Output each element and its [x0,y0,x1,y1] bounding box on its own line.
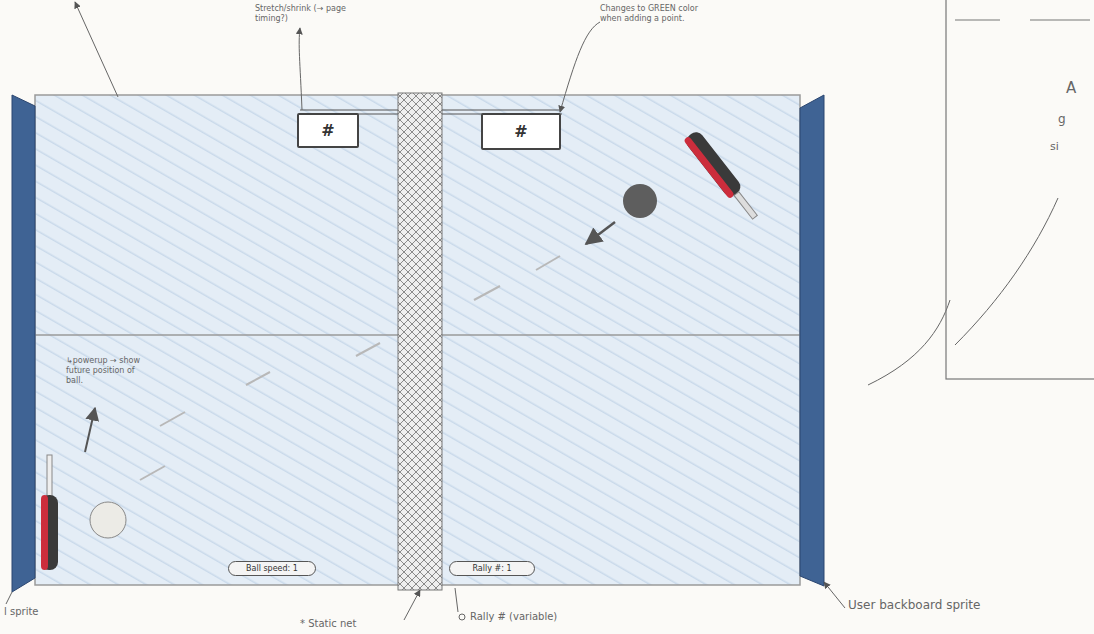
annotation-note: ↳powerup → show future position of ball. [66,356,154,386]
annotation-note: Rally # (variable) [470,611,600,623]
annotation-note: A [1066,80,1092,97]
annotation-note: * Static net [300,618,390,630]
node-text: # [514,122,527,141]
annotation-note: User backboard sprite [848,598,988,612]
left-backboard [12,95,35,592]
rally-pin [459,614,465,620]
annotation-note: l sprite [4,606,74,618]
net [398,93,442,590]
score-box: # [297,113,359,148]
node-text: # [321,121,334,140]
node-text: Ball speed: 1 [246,564,298,573]
ball-direction-arrow [586,222,615,244]
player-ball [90,502,126,538]
annotation-note: Changes to GREEN color when adding a poi… [600,4,705,24]
annotation-note: Stretch/shrink (→ page timing?) [255,4,365,24]
node-text: Rally #: 1 [472,564,511,573]
opponent-paddle [683,129,762,223]
powerup-arrow [85,408,95,452]
status-pill: Rally #: 1 [449,561,535,576]
right-backboard [800,95,824,586]
annotation-note: si [1050,140,1090,153]
trail-strokes [140,256,560,480]
status-pill: Ball speed: 1 [228,561,316,576]
opponent-ball [623,184,657,218]
side-panel [946,0,1094,379]
score-box: # [481,113,561,150]
annotation-note: g [1058,112,1084,126]
leader-lines [6,2,1058,620]
player-paddle [41,455,58,570]
